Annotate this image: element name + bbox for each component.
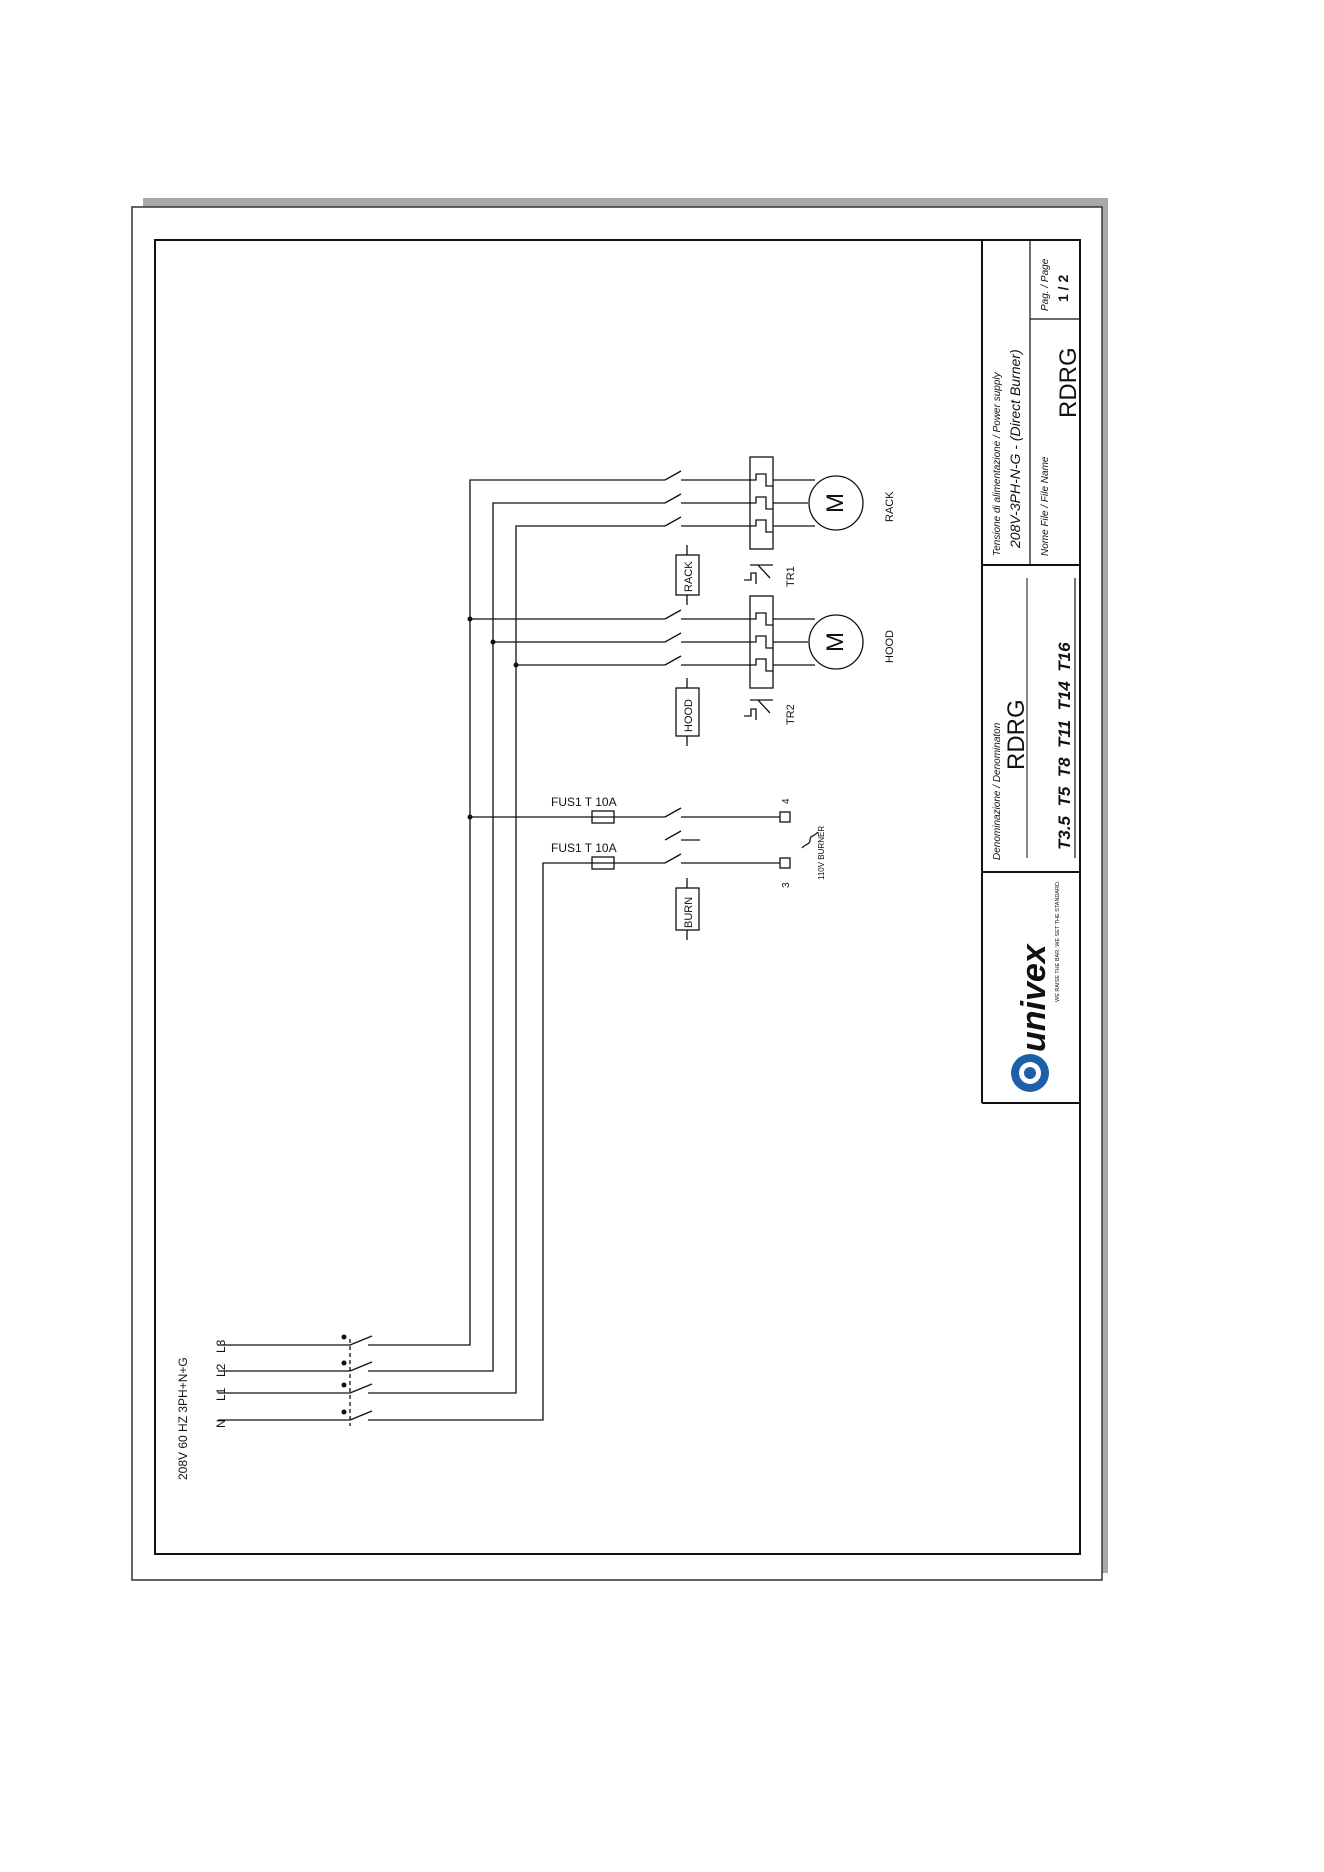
main-breaker [349,1335,373,1426]
wiring [218,456,864,1426]
burner-coil-label: BURN [683,897,695,928]
supply-label: 208V 60 HZ 3PH+N+G [176,1357,190,1480]
rack-motor-symbol: M [822,493,849,513]
rack-contacts [664,470,750,527]
page-heading: Pag. / Page [1040,258,1051,311]
junction-dots [467,616,519,820]
fuse-lower [591,856,615,870]
power-supply-heading: Tensione di alimentazione / Power supply [992,371,1003,556]
rack-coil-label: RACK [683,561,695,592]
terminal-l3-label: L3 [214,1339,228,1353]
rack-motor [808,475,864,531]
hood-contacts [664,609,750,666]
hood-motor-label: HOOD [884,630,896,663]
fuse-upper-label: FUS1 T 10A [551,795,617,809]
hood-relay-label: TR2 [785,704,797,725]
page-sheet [131,206,1103,1581]
brand-tagline: WE RAISE THE BAR. WE SET THE STANDARD. [1055,880,1061,1002]
file-name-heading: Nome File / File Name [1040,456,1051,556]
hood-overload-elements [750,612,773,672]
terminal-3 [779,857,791,869]
terminal-4-label: 4 [781,798,792,804]
power-supply-value: 208V-3PH-N-G - (Direct Burner) [1007,349,1023,549]
hood-motor-symbol: M [822,632,849,652]
burner-label: 110V BURNER [817,826,826,880]
fuse-upper [591,810,615,824]
hood-coil-label: HOOD [683,699,695,732]
rack-overload-elements [750,473,773,533]
hood-motor [808,614,864,670]
terminal-l2-label: L2 [214,1363,228,1377]
hood-relay-contact [744,699,773,720]
file-name-value: RDRG [1055,347,1082,418]
terminal-l1-label: L1 [214,1387,228,1401]
burner-load-symbol [801,831,819,849]
univex-logo: univex WE RAISE THE BAR. WE SET THE STAN… [1011,880,1061,1092]
terminal-4 [779,811,791,823]
terminal-3-label: 3 [781,882,792,888]
burner-contacts [664,807,780,864]
page-value: 1 / 2 [1055,275,1071,302]
rack-relay-label: TR1 [785,566,797,587]
brand-wordmark: univex [1015,942,1053,1052]
terminal-n-label: N [214,1419,228,1428]
title-block [981,240,1080,1104]
denomination-value: RDRG [1003,699,1030,770]
denomination-heading: Denominazione / Denominaton [992,722,1003,860]
rack-motor-label: RACK [884,491,896,522]
rack-relay-contact [744,564,773,584]
models-list: T3.5 T5 T8 T11 T14 T16 [1055,642,1074,850]
breaker-knobs [341,1334,347,1415]
drawing-border [154,239,1081,1555]
fuse-lower-label: FUS1 T 10A [551,841,617,855]
